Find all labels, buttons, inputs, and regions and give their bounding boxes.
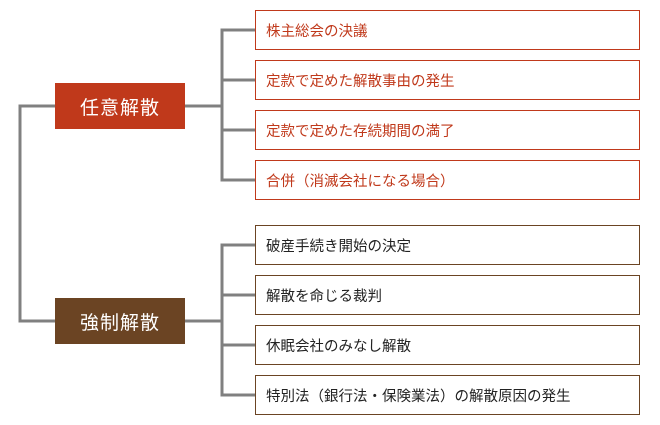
compulsory-item-dissolution-order: 解散を命じる裁判 <box>255 275 640 315</box>
compulsory-item-dormant-company: 休眠会社のみなし解散 <box>255 325 640 365</box>
voluntary-dissolution-category: 任意解散 <box>55 83 185 129</box>
voluntary-item-merger: 合併（消滅会社になる場合） <box>255 160 640 200</box>
compulsory-item-special-law-cause: 特別法（銀行法・保険業法）の解散原因の発生 <box>255 375 640 415</box>
compulsory-dissolution-category: 強制解散 <box>55 298 185 344</box>
voluntary-item-duration-expiry: 定款で定めた存続期間の満了 <box>255 110 640 150</box>
voluntary-item-shareholders-resolution: 株主総会の決議 <box>255 10 640 50</box>
trunk-connector <box>18 104 57 323</box>
voluntary-item-articles-dissolution-cause: 定款で定めた解散事由の発生 <box>255 60 640 100</box>
compulsory-item-bankruptcy-commencement: 破産手続き開始の決定 <box>255 225 640 265</box>
